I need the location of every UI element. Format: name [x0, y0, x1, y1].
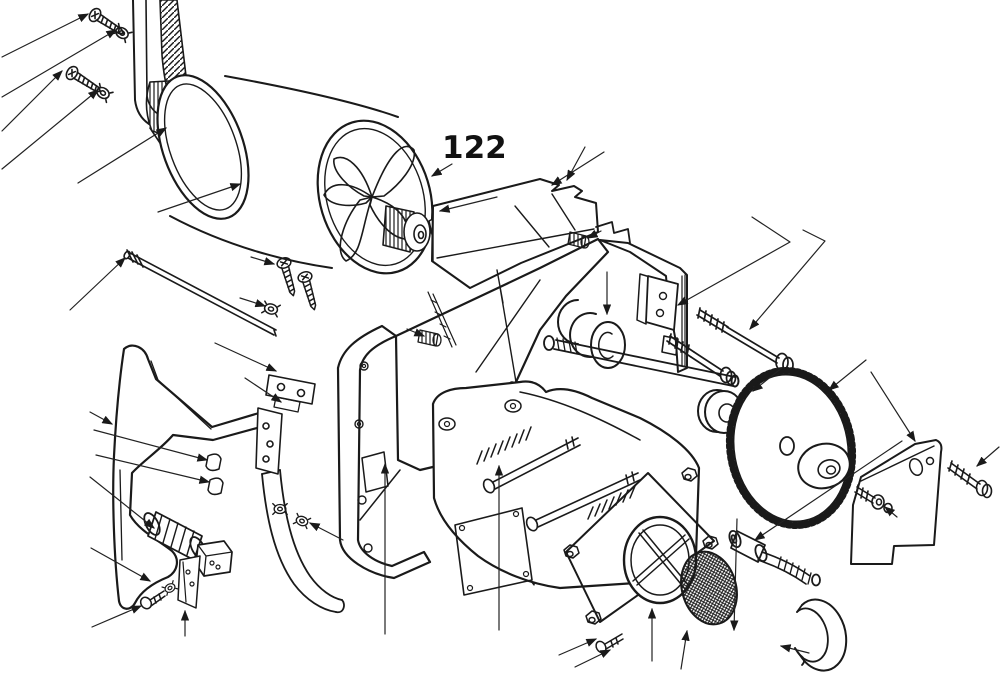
knurled-nut-top	[567, 231, 590, 249]
blade-arbor-hole	[779, 436, 795, 456]
right-guard-plate	[850, 439, 993, 565]
guard-plate-screw-right	[947, 460, 993, 499]
left-guard-plate	[112, 344, 345, 614]
field-housing	[431, 380, 719, 654]
guard-pivot	[728, 529, 821, 587]
tie-rod	[123, 249, 277, 337]
through-screw-2	[525, 471, 641, 532]
motor-pinion-pulley	[382, 205, 431, 253]
bearing	[590, 321, 626, 369]
end-ring	[622, 515, 698, 605]
arbor-shaft	[543, 335, 555, 351]
brush-spring-1	[476, 426, 532, 465]
plate-corner-bolts	[563, 467, 719, 625]
hex-bolts	[666, 307, 794, 386]
motor-assembly	[156, 74, 463, 275]
top-bracket-plate	[265, 374, 316, 413]
leader-arrows	[1, 13, 1000, 670]
bottom-screw	[595, 633, 624, 654]
callout-label-122: 122	[442, 130, 507, 166]
bearing-plate	[565, 472, 715, 623]
pivot-rod-arm	[261, 469, 345, 614]
pivot-bracket-strip	[255, 407, 283, 475]
rubber-caps	[205, 453, 224, 496]
side-plate	[454, 507, 533, 596]
clamp-block	[195, 540, 233, 577]
wedge-plate	[177, 555, 201, 609]
pivot-spring	[777, 556, 812, 585]
retaining-ring	[794, 598, 848, 672]
through-screw-1	[482, 436, 581, 494]
brush-spring-2	[587, 485, 636, 520]
blade-flange	[797, 442, 851, 490]
